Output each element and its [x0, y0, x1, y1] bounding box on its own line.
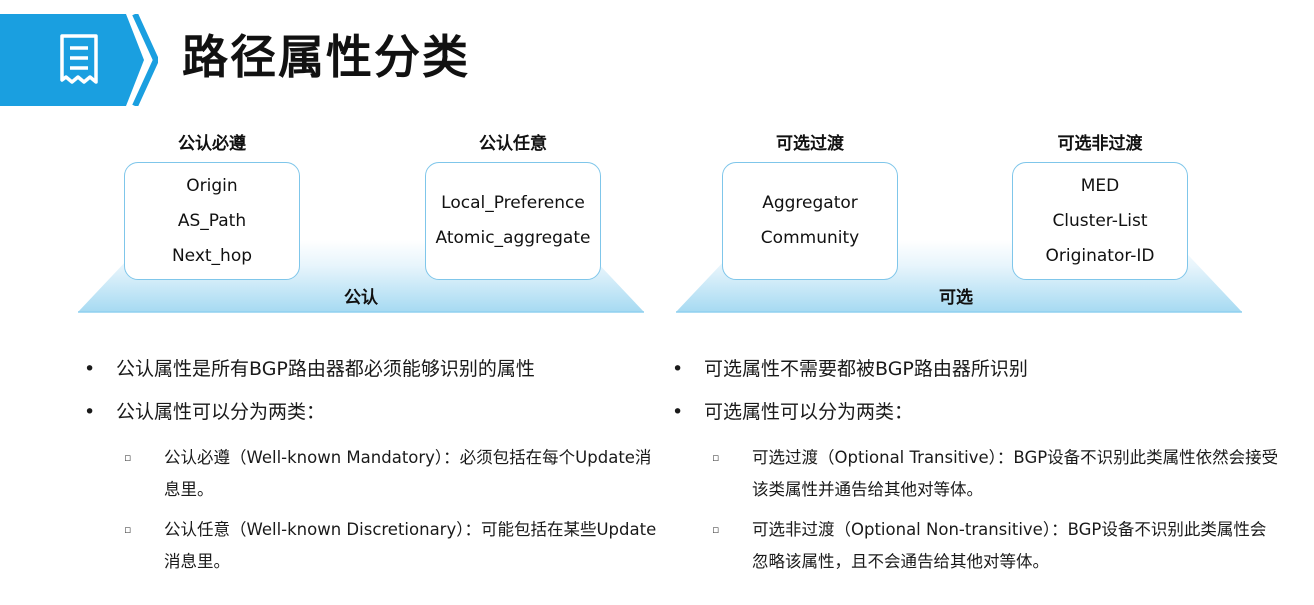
attr-item: Atomic_aggregate [435, 228, 591, 248]
bullet-item: 可选属性不需要都被BGP路由器所识别 [670, 356, 1280, 382]
category-title: 公认必遵 [178, 134, 246, 154]
attr-item: Next_hop [171, 245, 253, 266]
category-title: 可选非过渡 [1057, 134, 1143, 154]
sub-bullet-marker: ▫ [712, 451, 720, 464]
attr-item: Aggregator [762, 193, 858, 213]
base-label: 公认 [344, 288, 378, 308]
attr-box-non-transitive: MED Cluster-List Originator-ID [1012, 162, 1188, 280]
bullet-item: 公认属性可以分为两类： [82, 399, 657, 425]
sub-bullet-text: 可选过渡（Optional Transitive）：BGP设备不识别此类属性依然… [752, 448, 1279, 499]
bullet-list-optional: 可选属性不需要都被BGP路由器所识别 可选属性可以分为两类： ▫ 可选过渡（Op… [670, 356, 1280, 586]
diagram-optional: 可选过渡 可选非过渡 Aggregator Community MED Clus… [676, 120, 1242, 320]
sub-bullet-item: ▫ 公认任意（Well-known Discretionary）：可能包括在某些… [82, 514, 657, 578]
attr-item: AS_Path [177, 210, 247, 231]
sub-bullet-marker: ▫ [124, 451, 132, 464]
category-title: 可选过渡 [776, 134, 844, 154]
base-label: 可选 [939, 288, 973, 308]
sub-bullet-text: 公认任意（Well-known Discretionary）：可能包括在某些Up… [164, 520, 657, 571]
sub-bullet-text: 可选非过渡（Optional Non-transitive）：BGP设备不识别此… [752, 520, 1267, 571]
category-title: 公认任意 [479, 134, 547, 154]
attr-item: Community [760, 228, 860, 248]
diagram-well-known: 公认必遵 公认任意 Origin AS_Path Next_hop Local_… [78, 120, 644, 320]
sub-bullet-text: 公认必遵（Well-known Mandatory）：必须包括在每个Update… [164, 448, 652, 499]
attr-item: MED [1080, 175, 1120, 196]
bullet-item: 可选属性可以分为两类： [670, 399, 1280, 425]
attr-box-transitive: Aggregator Community [722, 162, 898, 280]
title-banner [0, 14, 158, 106]
attr-item: Origin [186, 175, 238, 196]
attr-item: Originator-ID [1045, 245, 1155, 266]
sub-bullet-marker: ▫ [124, 523, 132, 536]
sub-bullet-marker: ▫ [712, 523, 720, 536]
sub-bullet-item: ▫ 公认必遵（Well-known Mandatory）：必须包括在每个Upda… [82, 442, 657, 506]
attr-item: Cluster-List [1052, 210, 1148, 231]
attr-box-discretionary: Local_Preference Atomic_aggregate [425, 162, 601, 280]
bullet-list-well-known: 公认属性是所有BGP路由器都必须能够识别的属性 公认属性可以分为两类： ▫ 公认… [82, 356, 657, 586]
bullet-item: 公认属性是所有BGP路由器都必须能够识别的属性 [82, 356, 657, 382]
sub-bullet-item: ▫ 可选过渡（Optional Transitive）：BGP设备不识别此类属性… [670, 442, 1280, 506]
title-banner-graphic [0, 14, 158, 106]
document-list-icon [60, 34, 98, 84]
sub-bullet-item: ▫ 可选非过渡（Optional Non-transitive）：BGP设备不识… [670, 514, 1280, 578]
page-title: 路径属性分类 [182, 30, 470, 84]
attr-item: Local_Preference [441, 193, 585, 213]
attr-box-mandatory: Origin AS_Path Next_hop [124, 162, 300, 280]
